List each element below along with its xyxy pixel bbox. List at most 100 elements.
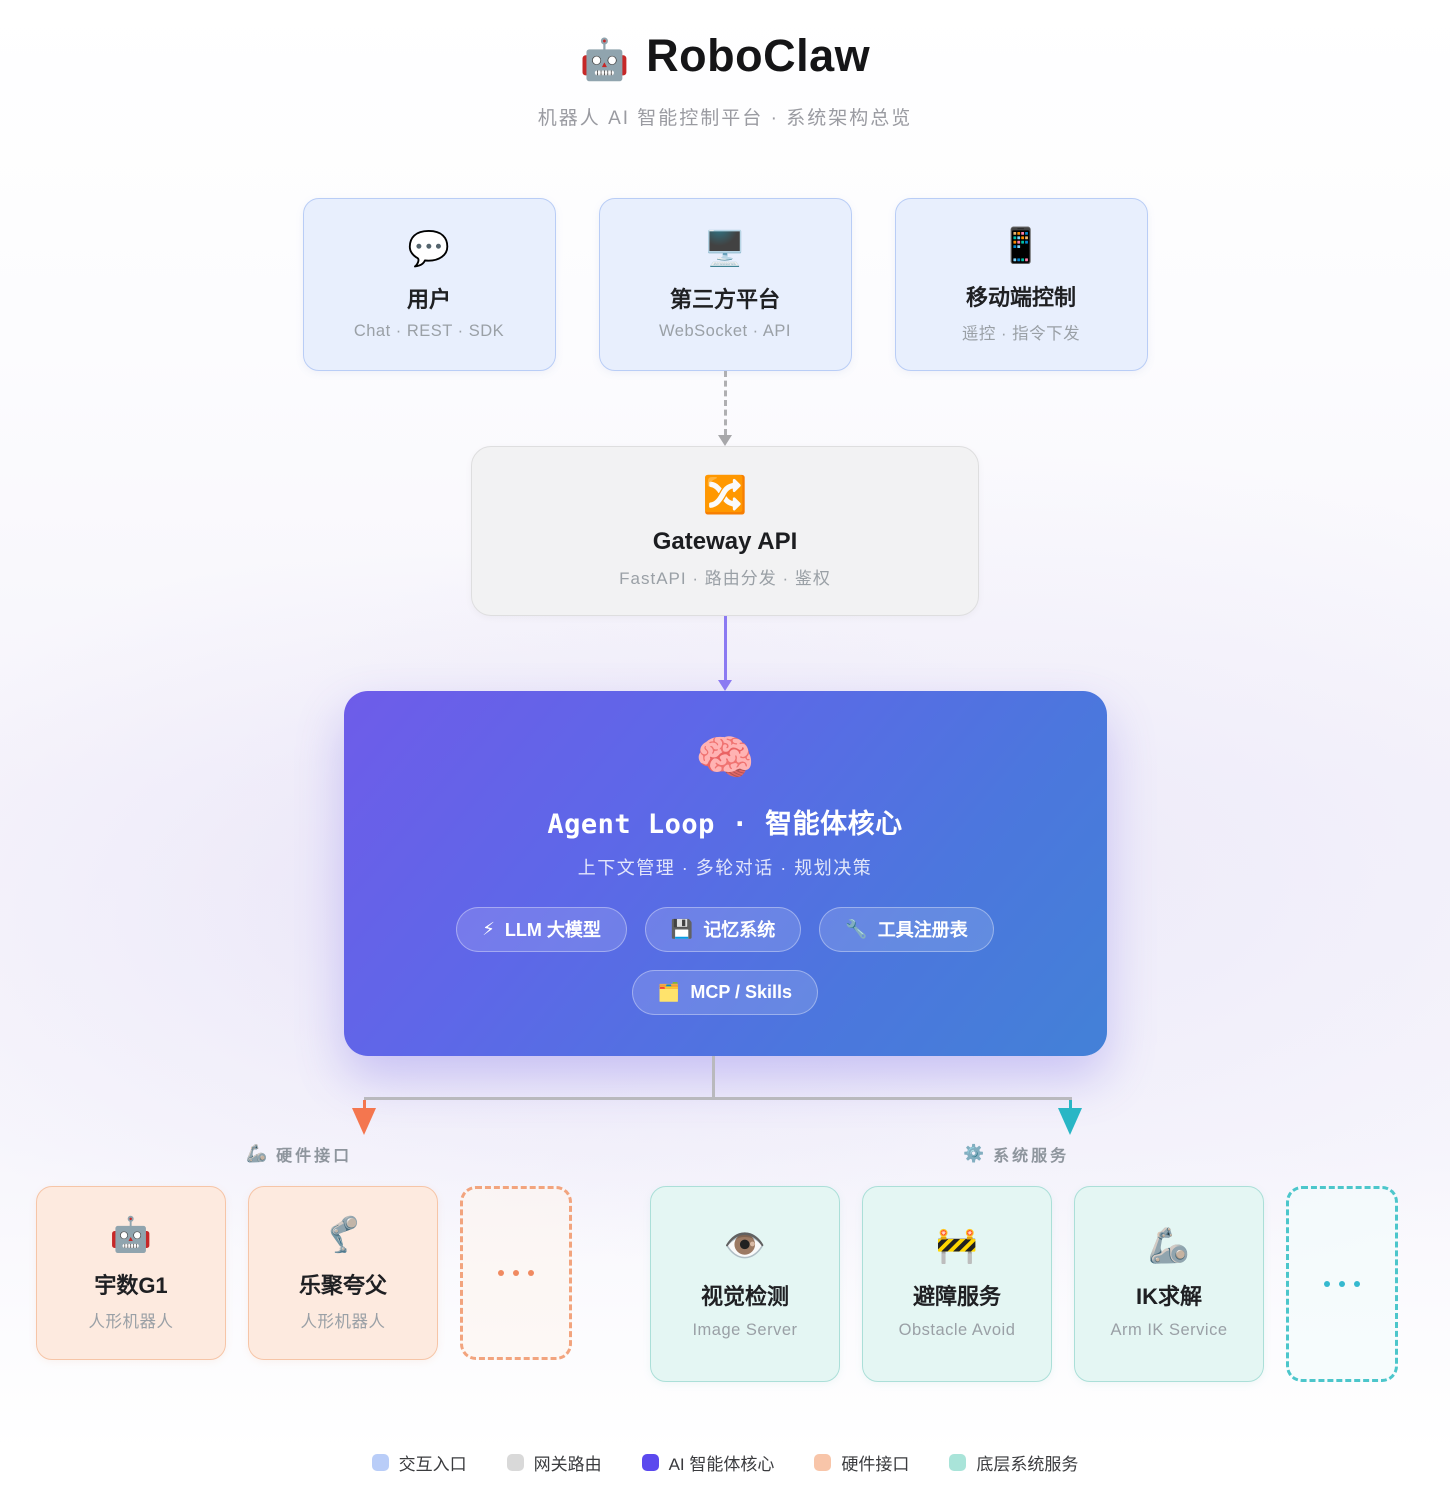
construction-barrier-icon: 🚧: [935, 1226, 979, 1265]
chip-tool-registry: 🔧 工具注册表: [819, 906, 994, 952]
bottom-nodes-row: 🤖 宇数G1 人形机器人 🦿 乐聚夸父 人形机器人 👁️: [0, 1186, 1450, 1382]
ellipsis-icon: [498, 1270, 504, 1276]
chip-label: 记忆系统: [703, 920, 776, 941]
hardware-arrow-stem: [363, 1100, 366, 1109]
arrow-down-icon: [718, 680, 732, 691]
legend-item-agent-core: AI 智能体核心: [641, 1450, 775, 1475]
hardware-arrow-down-icon: [352, 1108, 376, 1135]
speech-balloon-icon: 💬: [407, 229, 451, 268]
chip-label: 工具注册表: [877, 920, 968, 941]
agent-title: Agent Loop · 智能体核心: [547, 808, 903, 840]
mechanical-arm-icon: 🦾: [1147, 1226, 1191, 1265]
brain-icon: 🧠: [695, 732, 755, 785]
node-title: 避障服务: [912, 1284, 1001, 1310]
node-obstacle-avoid: 🚧 避障服务 Obstacle Avoid: [862, 1186, 1052, 1382]
desktop-computer-icon: 🖥️: [703, 229, 747, 268]
hardware-section-label: 🦾 硬件接口: [246, 1142, 352, 1166]
legend-item-hardware: 硬件接口: [814, 1450, 909, 1475]
node-subtitle: Chat · REST · SDK: [353, 322, 505, 341]
legend-item-entry: 交互入口: [371, 1450, 467, 1475]
mobile-phone-icon: 📱: [999, 227, 1043, 266]
hardware-group: 🤖 宇数G1 人形机器人 🦿 乐聚夸父 人形机器人: [36, 1186, 572, 1360]
node-subtitle: WebSocket · API: [659, 322, 791, 341]
legend-label: 硬件接口: [841, 1455, 910, 1474]
node-mobile-control: 📱 移动端控制 遥控 · 指令下发: [894, 198, 1148, 371]
gear-icon: ⚙️: [963, 1144, 985, 1163]
node-title: 用户: [406, 287, 451, 313]
ellipsis-icon: [1339, 1281, 1345, 1287]
node-subtitle: 人形机器人: [300, 1313, 386, 1332]
ellipsis-icon: [1324, 1281, 1330, 1287]
agent-subtitle: 上下文管理 · 多轮对话 · 规划决策: [577, 857, 873, 878]
branch-horizontal-line: [364, 1097, 1072, 1100]
node-unitree-g1: 🤖 宇数G1 人形机器人: [36, 1186, 226, 1360]
section-label-text: 硬件接口: [276, 1148, 353, 1165]
services-group: 👁️ 视觉检测 Image Server 🚧 避障服务 Obstacle Avo…: [650, 1186, 1398, 1382]
page-title: 🤖 RoboClaw: [10, 30, 1440, 83]
agent-chips-row-1: ⚡ LLM 大模型 💾 记忆系统 🔧 工具注册表: [456, 906, 994, 952]
node-subtitle: Image Server: [692, 1321, 798, 1340]
ellipsis-icon: [1354, 1281, 1360, 1287]
services-section-label: ⚙️ 系统服务: [963, 1142, 1069, 1166]
node-title: 第三方平台: [669, 287, 780, 313]
header: 🤖 RoboClaw 机器人 AI 智能控制平台 · 系统架构总览: [10, 0, 1440, 130]
legend-label: AI 智能体核心: [668, 1455, 775, 1474]
mechanical-arm-icon: 🦾: [246, 1144, 268, 1163]
branch-connectors: 🦾 硬件接口 ⚙️ 系统服务: [0, 1056, 1450, 1186]
chip-label: MCP / Skills: [690, 981, 793, 1002]
node-title: 宇数G1: [94, 1273, 168, 1299]
services-arrow-down-icon: [1058, 1108, 1082, 1135]
app-title: RoboClaw: [646, 30, 871, 81]
connector-entries-to-gateway: [10, 371, 1440, 446]
legend-swatch: [949, 1454, 967, 1471]
legend-item-gateway: 网关路由: [506, 1450, 602, 1475]
arrow-down-icon: [718, 435, 732, 446]
legend-swatch: [641, 1454, 659, 1471]
node-subtitle: Arm IK Service: [1110, 1321, 1228, 1340]
connector-gateway-to-agent: [10, 616, 1440, 691]
legend-item-services: 底层系统服务: [949, 1450, 1078, 1475]
floppy-disk-icon: 💾: [670, 918, 694, 939]
node-title: 视觉检测: [700, 1284, 789, 1310]
lightning-icon: ⚡: [482, 918, 495, 939]
section-label-text: 系统服务: [993, 1148, 1070, 1165]
node-user: 💬 用户 Chat · REST · SDK: [302, 198, 556, 371]
services-arrow-stem: [1069, 1100, 1072, 1109]
hardware-more-placeholder: [460, 1186, 572, 1360]
node-agent-core: 🧠 Agent Loop · 智能体核心 上下文管理 · 多轮对话 · 规划决策…: [343, 691, 1107, 1056]
node-ik-solver: 🦾 IK求解 Arm IK Service: [1074, 1186, 1264, 1382]
node-subtitle: Obstacle Avoid: [898, 1321, 1016, 1340]
node-title: 移动端控制: [965, 284, 1076, 310]
legend-swatch: [506, 1454, 524, 1471]
eye-icon: 👁️: [723, 1226, 767, 1265]
dashed-line: [723, 371, 727, 435]
ellipsis-icon: [513, 1270, 519, 1276]
legend-label: 交互入口: [398, 1455, 467, 1474]
robot-icon: 🤖: [109, 1215, 153, 1254]
node-title: 乐聚夸父: [298, 1273, 387, 1299]
robot-logo-icon: 🤖: [579, 38, 631, 82]
branch-stem-line: [712, 1056, 715, 1097]
ellipsis-icon: [528, 1270, 534, 1276]
page-subtitle: 机器人 AI 智能控制平台 · 系统架构总览: [537, 108, 913, 129]
card-index-icon: 🗂️: [657, 981, 681, 1002]
node-vision-detection: 👁️ 视觉检测 Image Server: [650, 1186, 840, 1382]
wrench-icon: 🔧: [845, 918, 868, 939]
mechanical-leg-icon: 🦿: [321, 1215, 365, 1254]
node-third-party: 🖥️ 第三方平台 WebSocket · API: [598, 198, 852, 371]
legend-label: 底层系统服务: [976, 1455, 1079, 1474]
gateway-title: Gateway API: [652, 527, 798, 555]
node-gateway-api: 🔀 Gateway API FastAPI · 路由分发 · 鉴权: [471, 446, 979, 616]
chip-memory: 💾 记忆系统: [644, 906, 802, 952]
legend: 交互入口 网关路由 AI 智能体核心 硬件接口 底层系统服务: [10, 1450, 1440, 1475]
agent-chips-row-2: 🗂️ MCP / Skills: [631, 969, 819, 1015]
legend-label: 网关路由: [533, 1455, 602, 1474]
legend-swatch: [814, 1454, 832, 1471]
entry-nodes-row: 💬 用户 Chat · REST · SDK 🖥️ 第三方平台 WebSocke…: [10, 198, 1440, 371]
chip-llm: ⚡ LLM 大模型: [456, 906, 627, 952]
chip-label: LLM 大模型: [504, 920, 601, 941]
node-title: IK求解: [1135, 1284, 1202, 1310]
gateway-subtitle: FastAPI · 路由分发 · 鉴权: [619, 568, 831, 588]
legend-swatch: [371, 1454, 389, 1471]
